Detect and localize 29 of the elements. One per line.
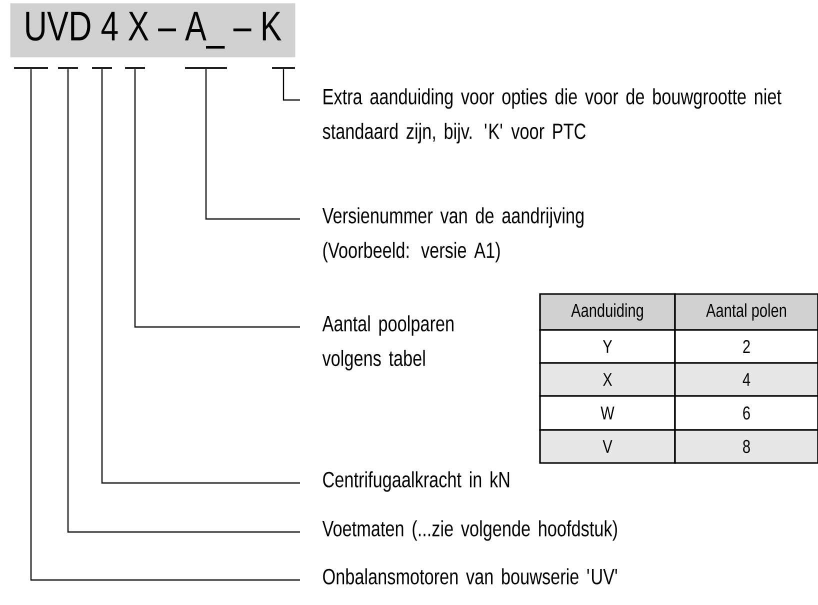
description-text: Extra aanduiding voor opties die voor de bouwgrootte niet standaard zijn, bijv. 'K' voor PTC bbox=[322, 88, 782, 144]
underline-bar bbox=[58, 67, 78, 69]
leader-line bbox=[67, 69, 300, 533]
underline-bar bbox=[125, 67, 145, 69]
leader-line bbox=[205, 69, 300, 220]
table-cell: V bbox=[539, 429, 676, 464]
table-cell: 4 bbox=[674, 362, 818, 397]
table-cell: W bbox=[539, 395, 676, 431]
leader-line bbox=[134, 69, 300, 328]
table-header-cell: Aantal polen bbox=[674, 293, 818, 331]
table-cell: 8 bbox=[674, 429, 818, 464]
leader-line bbox=[101, 69, 300, 484]
leader-line bbox=[282, 69, 300, 101]
underline-bar bbox=[14, 67, 48, 69]
table-cell: Y bbox=[539, 329, 676, 364]
table-cell: 6 bbox=[674, 395, 818, 431]
description-text: Voetmaten (...zie volgende hoofdstuk) bbox=[322, 520, 617, 541]
description-text: Aantal poolparen volgens tabel bbox=[322, 315, 454, 370]
description-text: Onbalansmotoren van bouwserie 'UV' bbox=[323, 568, 617, 584]
code-heading: UVD 4 X – A_ – K bbox=[10, 3, 296, 58]
description-text: Versienummer van de aandrijving (Voorbeeld: versie A1) bbox=[322, 207, 584, 262]
underline-bar bbox=[185, 67, 227, 69]
table-cell: 2 bbox=[674, 329, 818, 364]
underline-bar bbox=[92, 67, 112, 69]
underline-bar bbox=[272, 67, 295, 69]
leader-line bbox=[30, 69, 300, 581]
table-cell: X bbox=[539, 362, 676, 397]
table-header-cell: Aanduiding bbox=[539, 293, 676, 331]
description-text: Centrifugaalkracht in kN bbox=[323, 471, 510, 492]
